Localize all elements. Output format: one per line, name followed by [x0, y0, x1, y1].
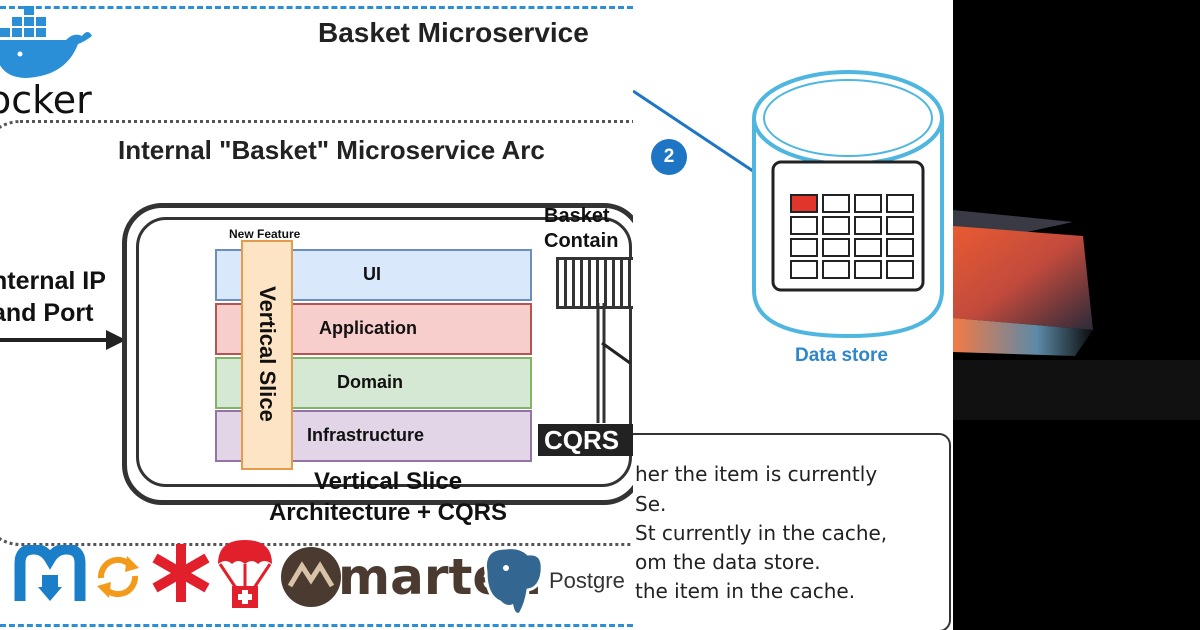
- step-text-line-4: om the data store.: [635, 550, 821, 574]
- internal-architecture-title: Internal "Basket" Microservice Arc: [118, 135, 545, 165]
- steps-text-box: her the item is currently Se. St current…: [633, 433, 951, 630]
- new-feature-label: New Feature: [229, 227, 301, 241]
- container-connector-lines: [596, 303, 631, 423]
- step-text-line-2: Se.: [635, 492, 666, 516]
- step-text-line-3: St currently in the cache,: [635, 521, 887, 545]
- docker-wordmark: ocker: [0, 78, 92, 122]
- layer-infrastructure-label: Infrastructure: [307, 425, 425, 445]
- container-outer-frame: [122, 203, 633, 505]
- internal-ip-port-label: nternal IP and Port: [0, 265, 106, 329]
- step-glyph-2: S: [635, 521, 648, 545]
- cache-aside-diagram-panel: 2 Data store her the item is currently S…: [633, 0, 953, 630]
- step-glyph-1: S: [635, 492, 648, 516]
- docker-whale-icon: [0, 6, 92, 78]
- step-text-line-3-text: t currently in the cache,: [647, 521, 888, 545]
- cqrs-badge: CQRS: [538, 424, 633, 456]
- architecture-diagram-panel: ocker Basket Microservice Internal "Bask…: [0, 6, 633, 627]
- diagram-title: Basket Microservice: [318, 17, 589, 48]
- data-store-label: Data store: [795, 345, 888, 366]
- marten-logo-icon: [281, 547, 341, 607]
- top-dashed-border: [0, 6, 633, 9]
- asterisk-icon: [152, 544, 210, 602]
- vsa-caption-line-2: Architecture + CQRS: [268, 499, 508, 526]
- vertical-slice-label: Vertical Slice: [255, 286, 280, 422]
- layer-domain-label: Domain: [337, 372, 404, 392]
- bottom-dashed-border: [0, 624, 633, 627]
- laptop-image-icon: [953, 0, 1200, 630]
- postgres-wordmark: Postgre: [549, 568, 625, 593]
- basket-container-line-1: Basket: [544, 205, 610, 227]
- ip-label-line-2: and Port: [0, 299, 94, 327]
- layer-ui-label: UI: [363, 264, 381, 284]
- postgres-elephant-icon: [483, 546, 544, 616]
- microservice-dotted-boundary: [0, 120, 633, 546]
- vertical-slice-architecture-caption: Vertical Slice Architecture + CQRS: [238, 466, 538, 528]
- ip-label-line-1: nternal IP: [0, 267, 106, 295]
- vertical-slice-bar: Vertical Slice: [241, 240, 293, 470]
- step-text-line-5: the item in the cache.: [635, 579, 856, 603]
- container-port-grill: [556, 257, 633, 309]
- parachute-icon: [218, 540, 272, 608]
- sync-icon: [97, 556, 139, 598]
- step-text-line-2-text: e.: [647, 492, 667, 516]
- data-store-cylinder-icon: [752, 70, 944, 339]
- laptop-photo: [953, 0, 1200, 630]
- vsa-caption-line-1: Vertical Slice: [313, 468, 463, 495]
- basket-container-label: Basket Contain: [544, 204, 618, 254]
- basket-container-line-2: Contain: [544, 230, 619, 252]
- step-text-line-1: her the item is currently: [635, 462, 878, 486]
- masstransit-icon: [14, 545, 86, 601]
- step-number-badge: 2: [651, 139, 687, 175]
- layer-application-label: Application: [319, 318, 417, 338]
- incoming-arrow-icon: [0, 330, 126, 350]
